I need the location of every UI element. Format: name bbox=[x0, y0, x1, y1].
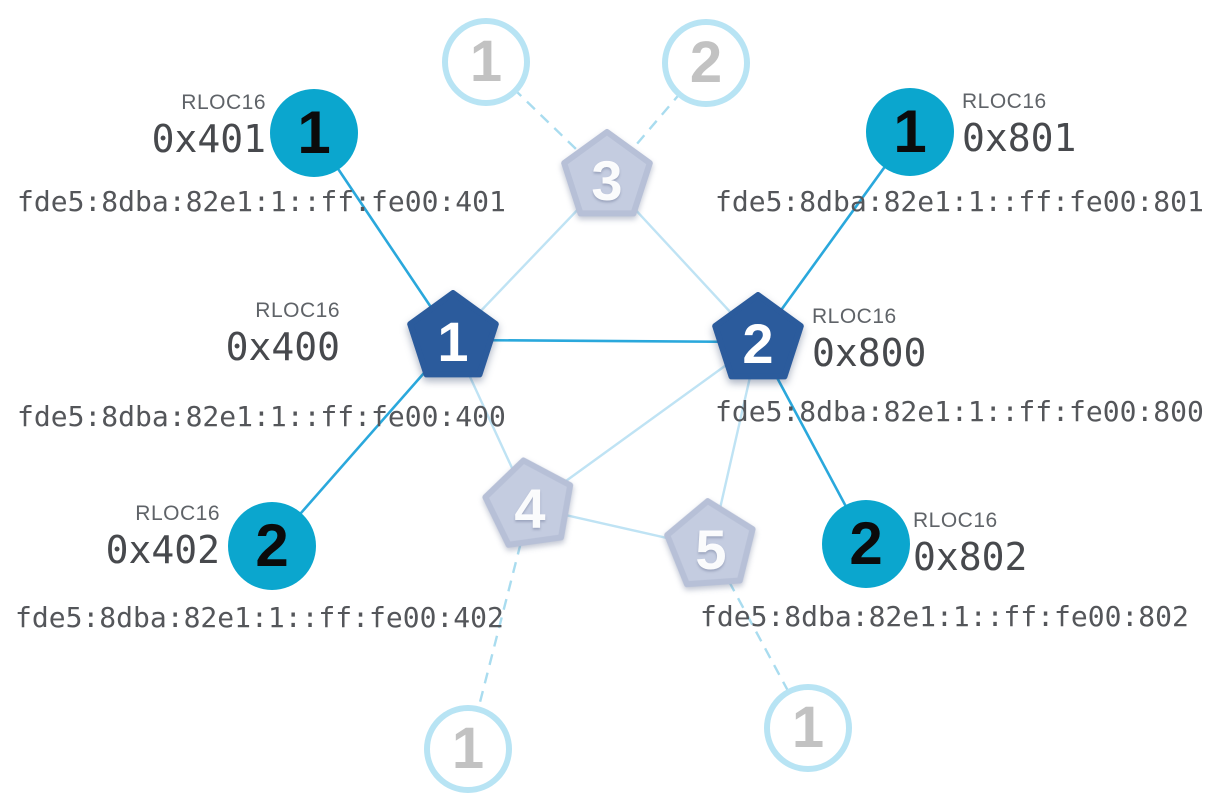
link-router2-router4 bbox=[529, 341, 759, 508]
rloc16-value: 0x802 bbox=[913, 535, 1028, 579]
router-number: 5 bbox=[695, 518, 727, 581]
rloc16-caption: RLOC16 bbox=[913, 509, 998, 532]
child-node-402[interactable]: 2 bbox=[228, 502, 316, 590]
link-router4-fadedbottom1 bbox=[466, 506, 532, 750]
pentagon-shape bbox=[561, 129, 653, 217]
child-node-801[interactable]: 1 bbox=[866, 88, 954, 176]
link-router5-fadedbottom2 bbox=[709, 547, 810, 729]
rloc16-label-router1: RLOC16 0x400 bbox=[226, 299, 340, 369]
ipv6-address-router1: fde5:8dba:82e1:1::ff:fe00:400 bbox=[17, 400, 506, 433]
router-node-5[interactable]: 5 bbox=[659, 496, 763, 600]
faded-node-bottom-1[interactable]: 1 bbox=[424, 705, 512, 793]
child-node-802[interactable]: 2 bbox=[822, 500, 910, 588]
pentagon-shape bbox=[407, 290, 499, 378]
link-child402-router1 bbox=[271, 339, 454, 547]
router-number: 3 bbox=[591, 149, 623, 212]
faded-node-top-2[interactable]: 2 bbox=[662, 19, 750, 107]
pentagon-shape bbox=[712, 292, 804, 380]
rloc16-caption: RLOC16 bbox=[255, 299, 340, 322]
pentagon-shape bbox=[664, 498, 756, 588]
rloc16-value: 0x801 bbox=[962, 116, 1077, 160]
ipv6-address-child801: fde5:8dba:82e1:1::ff:fe00:801 bbox=[715, 185, 1204, 218]
router-number: 1 bbox=[437, 310, 469, 373]
rloc16-caption: RLOC16 bbox=[135, 502, 220, 525]
rloc16-label-child401: RLOC16 0x401 bbox=[152, 91, 266, 161]
faded-node-bottom-2[interactable]: 1 bbox=[764, 684, 852, 772]
rloc16-value: 0x401 bbox=[151, 117, 266, 161]
router-node-1[interactable]: 1 bbox=[401, 288, 505, 392]
child-node-401[interactable]: 1 bbox=[270, 89, 358, 177]
router-number: 4 bbox=[514, 477, 546, 540]
faded-node-top-1[interactable]: 1 bbox=[442, 18, 530, 106]
rloc16-caption: RLOC16 bbox=[181, 91, 266, 114]
rloc16-value: 0x402 bbox=[105, 528, 220, 572]
ipv6-address-child802: fde5:8dba:82e1:1::ff:fe00:802 bbox=[700, 600, 1189, 633]
rloc16-label-child801: RLOC16 0x801 bbox=[962, 90, 1076, 160]
rloc16-value: 0x800 bbox=[812, 331, 927, 375]
router-number: 2 bbox=[742, 312, 774, 375]
router-node-4[interactable]: 4 bbox=[478, 455, 582, 559]
router-node-2[interactable]: 2 bbox=[706, 290, 810, 394]
pentagon-shape bbox=[482, 457, 574, 548]
rloc16-caption: RLOC16 bbox=[962, 90, 1047, 113]
rloc16-label-child802: RLOC16 0x802 bbox=[913, 509, 1027, 579]
ipv6-address-router2: fde5:8dba:82e1:1::ff:fe00:800 bbox=[715, 395, 1204, 428]
rloc16-label-child402: RLOC16 0x402 bbox=[106, 502, 220, 572]
rloc16-value: 0x400 bbox=[225, 325, 340, 369]
rloc16-caption: RLOC16 bbox=[812, 305, 897, 328]
link-router1-router2 bbox=[452, 338, 759, 344]
rloc16-label-router2: RLOC16 0x800 bbox=[812, 305, 926, 375]
ipv6-address-child402: fde5:8dba:82e1:1::ff:fe00:402 bbox=[15, 601, 504, 634]
router-node-3[interactable]: 3 bbox=[555, 127, 659, 231]
ipv6-address-child401: fde5:8dba:82e1:1::ff:fe00:401 bbox=[17, 185, 506, 218]
